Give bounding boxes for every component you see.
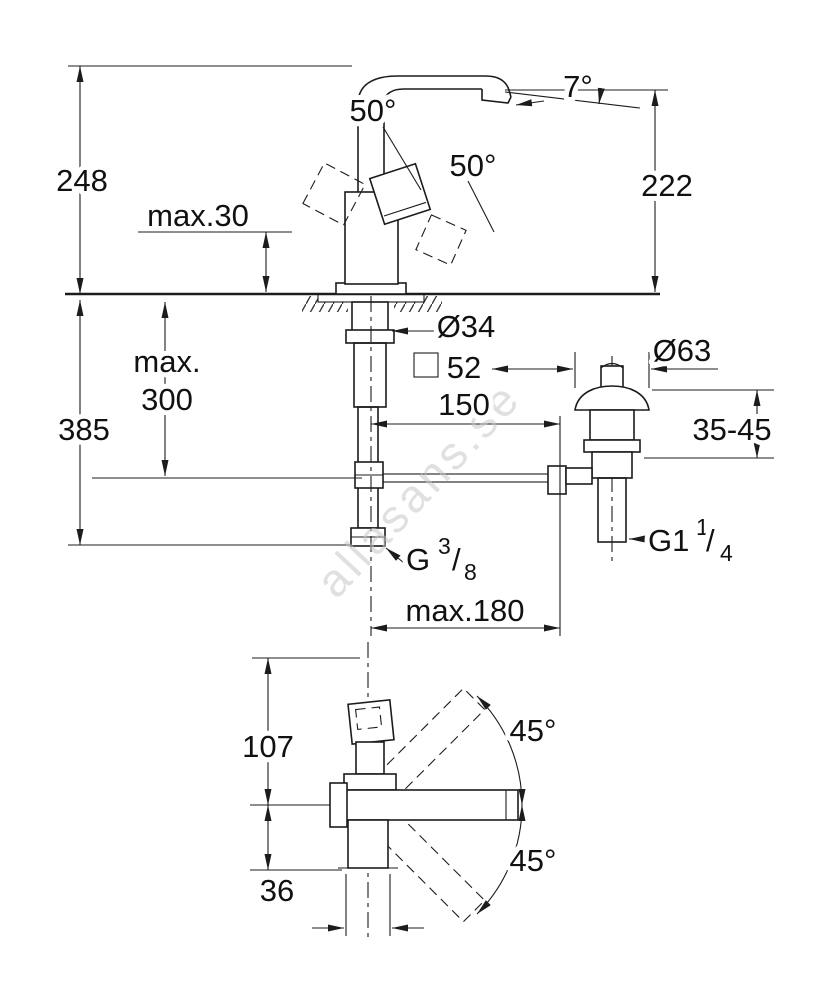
dim-install-depth-value: 300	[141, 382, 193, 417]
side-left-fitting	[329, 782, 348, 828]
side-collar	[343, 773, 397, 791]
square-symbol	[413, 352, 439, 378]
angle-7-arc	[597, 87, 605, 105]
dimension-lines-main	[68, 65, 774, 636]
angle-7-line	[504, 91, 641, 109]
dim-base-square: 52	[447, 350, 481, 385]
dim-lever-swing-down: 45°	[510, 843, 557, 878]
waste-lower-body	[591, 451, 633, 479]
waste-dome	[574, 385, 650, 411]
side-lever-bar	[345, 789, 519, 821]
dim-max-reach: max.180	[406, 593, 525, 628]
waste-thread-denominator: 4	[720, 540, 733, 566]
waste-thread-prefix: G1	[648, 523, 689, 558]
dim-handle-swing-right: 50°	[450, 148, 497, 183]
leader-50-left	[382, 126, 422, 191]
supply-thread-numerator: 3	[438, 533, 451, 559]
dim-install-depth-word: max.	[133, 344, 200, 379]
dim-spout-height: 222	[641, 168, 693, 203]
supply-thread-slash: /	[452, 542, 461, 577]
handle-position-left-dashed	[302, 162, 366, 226]
spout-inner	[383, 88, 482, 105]
supply-thread-prefix: G	[406, 542, 430, 577]
dim-spout-angle: 7°	[563, 69, 593, 104]
dimension-lines-side	[250, 657, 424, 936]
spout-outer	[357, 75, 512, 105]
dim-clamping-range: 35-45	[692, 412, 771, 447]
side-view	[329, 642, 526, 938]
faucet-below-deck	[345, 301, 557, 547]
threaded-stud	[353, 342, 387, 408]
swing-arc-up	[476, 695, 526, 806]
waste-thread-numerator: 1	[696, 514, 709, 540]
swing-arc-down	[476, 804, 526, 915]
dim-total-height: 248	[56, 163, 108, 198]
dim-handle-top-height: 107	[242, 729, 294, 764]
supply-thread-denominator: 8	[464, 559, 477, 585]
dim-deck-thickness: max.30	[147, 198, 249, 233]
waste-assembly	[547, 356, 650, 565]
waste-tailpipe	[597, 477, 627, 543]
pull-knob-top	[600, 362, 624, 369]
spout-outlet	[481, 89, 512, 104]
mounting-nut	[345, 329, 395, 344]
dim-handle-swing-left: 50°	[350, 93, 397, 128]
dim-flange-diameter: Ø63	[653, 333, 712, 368]
dim-overall-depth: 385	[58, 412, 110, 447]
dim-body-width: 36	[260, 873, 294, 908]
leader-50-right	[467, 180, 495, 233]
handle-cube	[368, 162, 432, 226]
spout-angle-detail	[504, 87, 641, 109]
waste-upper-body	[589, 409, 635, 441]
side-lower-body	[347, 819, 389, 869]
dim-hole-diameter: Ø34	[437, 309, 496, 344]
pivot-block	[565, 467, 593, 485]
dim-lever-swing-up: 45°	[510, 713, 557, 748]
angle-7-leader	[515, 99, 545, 107]
faucet-above-deck	[302, 75, 512, 295]
counter-deck	[65, 292, 660, 312]
waste-flange	[583, 439, 641, 453]
dimension-labels: 248 max.30 222 7° 50° 50° max. 300 385 Ø…	[51, 64, 777, 913]
handle-position-right-dashed	[415, 214, 467, 266]
dim-rod-distance: 150	[438, 387, 490, 422]
waste-thread-slash: /	[706, 523, 715, 558]
side-neck	[355, 741, 385, 775]
side-handle-cube	[347, 699, 395, 745]
rod-clevis	[547, 465, 567, 495]
